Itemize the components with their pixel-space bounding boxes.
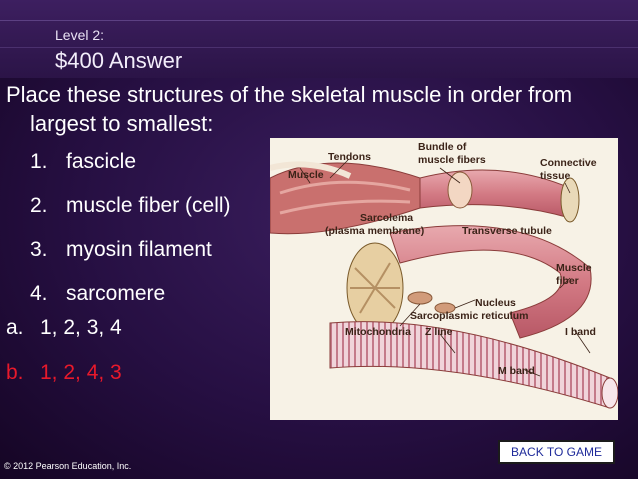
- label-transverse-tubule: Transverse tubule: [462, 225, 552, 237]
- list-item: 3.myosin filament: [30, 238, 212, 261]
- choice-a: a.1, 2, 3, 4: [6, 316, 122, 339]
- level-label: Level 2:: [55, 27, 105, 43]
- label-connective-line2: tissue: [540, 170, 571, 182]
- label-connective-line1: Connective: [540, 157, 597, 169]
- question-text: Place these structures of the skeletal m…: [6, 82, 573, 136]
- copyright-text: © 2012 Pearson Education, Inc.: [4, 461, 132, 471]
- list-item: 2.muscle fiber (cell): [30, 194, 231, 217]
- list-item: 4.sarcomere: [30, 282, 166, 305]
- label-bundle-line1: Bundle of: [418, 141, 467, 153]
- header-band: [0, 0, 638, 78]
- label-muscle: Muscle: [288, 169, 324, 181]
- label-m-band: M band: [498, 365, 535, 377]
- structure-list: 1.fascicle 2.muscle fiber (cell) 3.myosi…: [30, 146, 231, 322]
- label-tendons: Tendons: [328, 151, 371, 163]
- skeletal-muscle-diagram: Tendons Muscle Bundle of muscle fibers C…: [270, 138, 618, 420]
- label-muscle-fiber-line2: fiber: [556, 275, 579, 287]
- list-item: 1.fascicle: [30, 150, 137, 173]
- label-nucleus: Nucleus: [475, 297, 516, 309]
- label-sarcolema-line2: (plasma membrane): [325, 225, 424, 237]
- header-divider-lower: [0, 47, 638, 48]
- label-i-band: I band: [565, 326, 596, 338]
- label-bundle-line2: muscle fibers: [418, 154, 486, 166]
- choice-b-correct-answer: b.1, 2, 4, 3: [6, 361, 122, 384]
- label-sarcoplasmic-reticulum: Sarcoplasmic reticulum: [410, 310, 528, 322]
- header-divider: [0, 20, 638, 21]
- label-mitochondria: Mitochondria: [345, 326, 411, 338]
- back-to-game-button[interactable]: BACK TO GAME: [498, 440, 615, 464]
- label-z-line: Z line: [425, 326, 453, 338]
- answer-amount-title: $400 Answer: [55, 48, 183, 73]
- label-sarcolema-line1: Sarcolema: [360, 212, 413, 224]
- label-muscle-fiber-line1: Muscle: [556, 262, 592, 274]
